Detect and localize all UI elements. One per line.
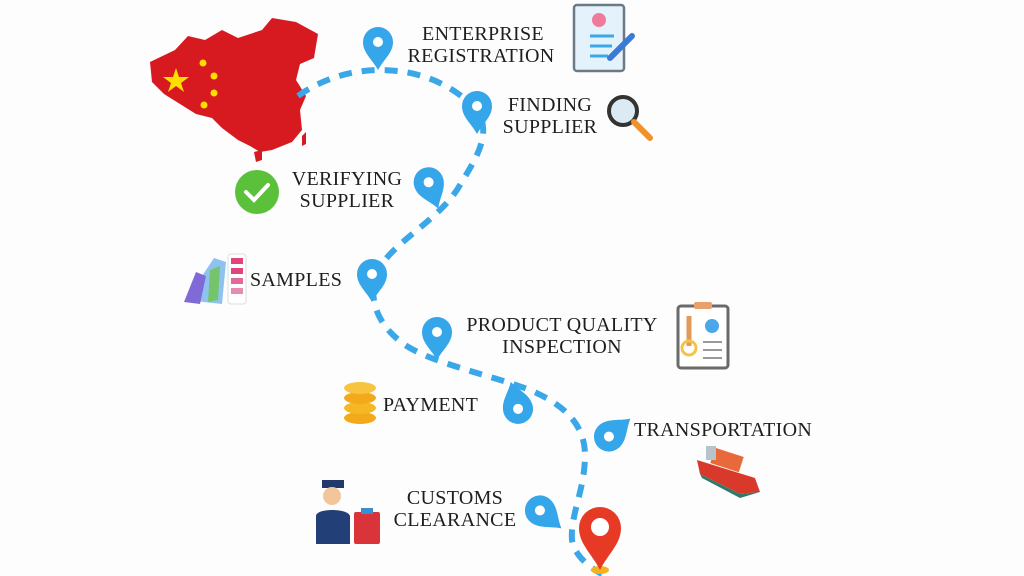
pin-samples — [357, 259, 387, 302]
step-label-line: PAYMENT — [383, 394, 478, 416]
step-label-line: VERIFYING — [292, 168, 402, 190]
coins-icon — [344, 382, 376, 424]
customs-officer-icon — [316, 480, 380, 544]
step-label-line: INSPECTION — [502, 336, 622, 358]
step-label-line: REGISTRATION — [408, 45, 555, 67]
step-label-line: CLEARANCE — [394, 509, 517, 531]
pin-payment — [496, 377, 537, 428]
pin-product-quality-inspection — [422, 317, 452, 360]
china-map-icon — [150, 18, 318, 162]
clipboard-check-icon — [676, 302, 730, 370]
magnifier-icon — [607, 95, 653, 141]
step-label-line: FINDING — [508, 94, 592, 116]
step-label-line: SUPPLIER — [503, 116, 598, 138]
route-path — [296, 66, 604, 576]
step-label-line: SUPPLIER — [300, 190, 395, 212]
step-label-line: ENTERPRISE — [422, 23, 544, 45]
step-label-line: PRODUCT QUALITY — [466, 314, 657, 336]
color-swatch-icon — [184, 253, 247, 305]
pin-enterprise-registration — [363, 27, 393, 70]
pin-customs-clearance — [518, 489, 572, 540]
pin-transportation — [587, 407, 641, 458]
destination-pin-icon — [579, 507, 621, 574]
cargo-ship-icon — [697, 446, 760, 498]
step-label-line: SAMPLES — [250, 269, 342, 291]
step-label-line: TRANSPORTATION — [634, 419, 812, 441]
registration-form-icon — [572, 3, 635, 73]
check-badge-icon — [235, 170, 279, 214]
pin-verifying-supplier — [409, 163, 453, 214]
step-label-line: CUSTOMS — [407, 487, 503, 509]
pin-finding-supplier — [462, 91, 492, 134]
